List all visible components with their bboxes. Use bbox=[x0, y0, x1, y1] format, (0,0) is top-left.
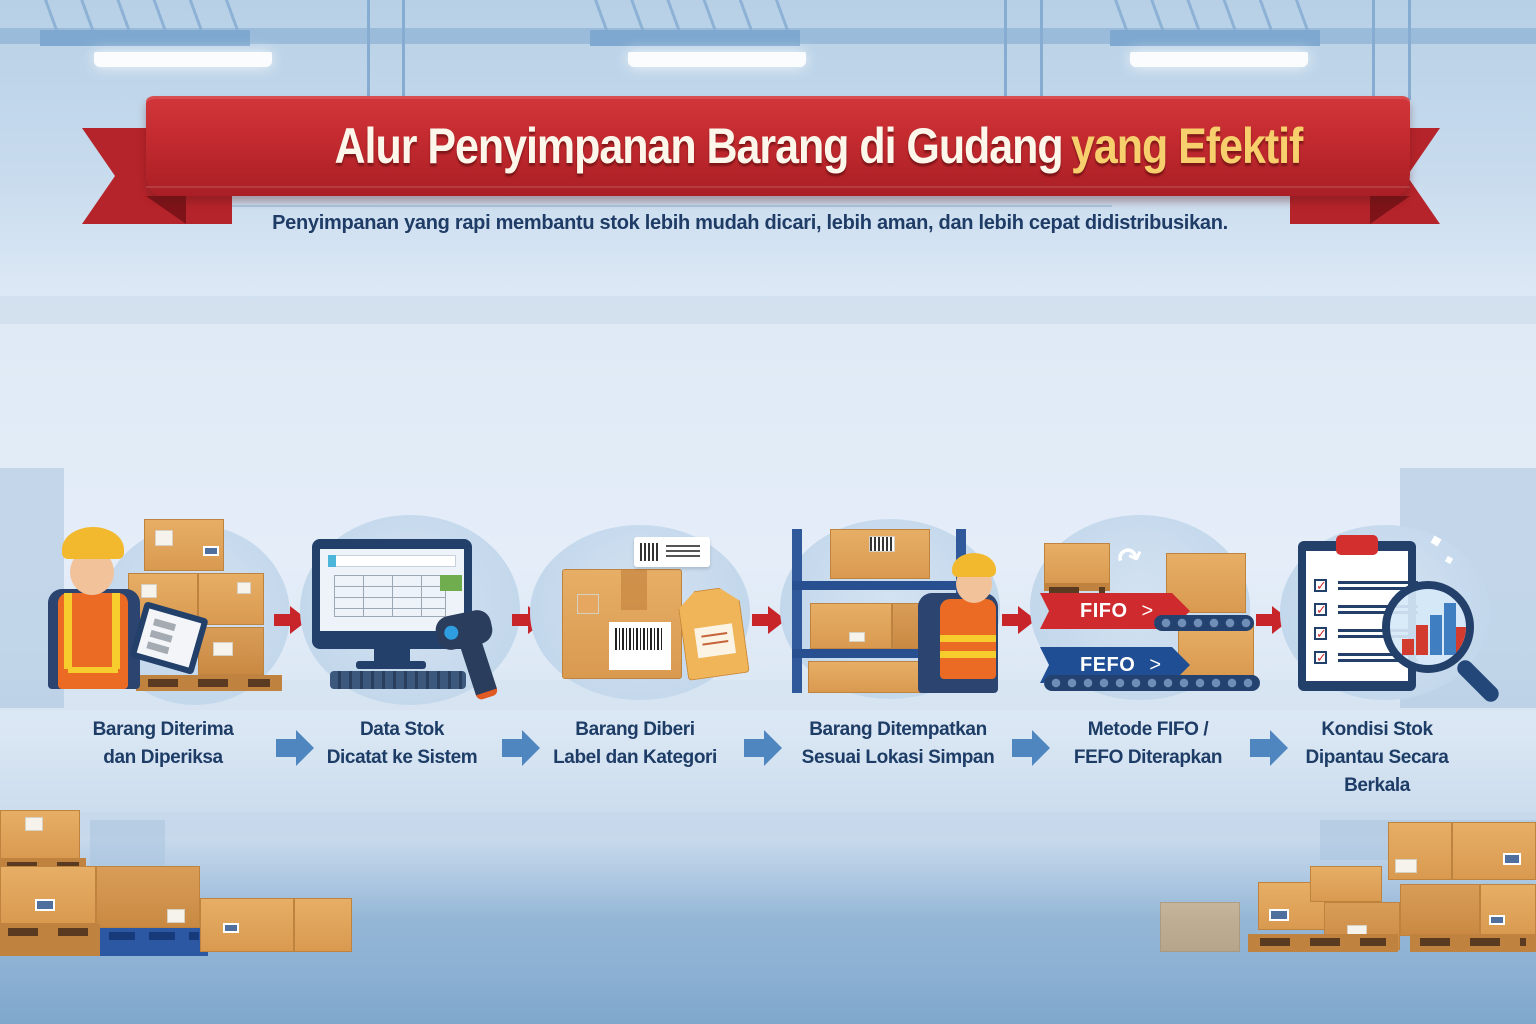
step-1-illustration bbox=[40, 505, 290, 705]
step-5-label: Metode FIFO / FEFO Diterapkan bbox=[1073, 719, 1223, 768]
hard-hat-icon bbox=[62, 527, 124, 559]
hard-hat-icon bbox=[952, 553, 996, 577]
safety-vest-icon bbox=[58, 593, 128, 689]
shelf-beam bbox=[792, 649, 966, 658]
ceiling-lamp bbox=[1130, 52, 1308, 67]
cardboard-box bbox=[294, 898, 352, 952]
wooden-pallet bbox=[0, 924, 100, 956]
safety-vest-icon bbox=[940, 599, 996, 679]
shipping-label-icon bbox=[634, 537, 710, 567]
wooden-pallet bbox=[1044, 583, 1110, 595]
title-accent-text: yang Efektif bbox=[1070, 118, 1303, 174]
cardboard-box bbox=[0, 866, 96, 924]
flow-arrow-blue bbox=[1250, 730, 1288, 766]
flow-arrow-blue bbox=[276, 730, 314, 766]
step-6-label: Kondisi Stok Dipantau Secara Berkala bbox=[1305, 719, 1449, 796]
cardboard-box bbox=[96, 866, 200, 928]
ceiling-truss bbox=[40, 0, 250, 46]
conveyor-belt-icon bbox=[1044, 675, 1260, 691]
cardboard-box bbox=[1044, 543, 1110, 585]
ceiling-pole bbox=[1004, 0, 1007, 100]
ceiling-pole bbox=[1372, 0, 1375, 100]
wall-stripe bbox=[0, 812, 1536, 836]
wooden-pallet bbox=[1410, 934, 1536, 952]
cardboard-box bbox=[1388, 822, 1452, 880]
step-2-illustration bbox=[300, 505, 520, 705]
step-1-label: Barang Diterima dan Diperiksa bbox=[92, 719, 234, 768]
page-subtitle: Penyimpanan yang rapi membantu stok lebi… bbox=[272, 212, 1228, 234]
barcode-label-icon bbox=[609, 622, 671, 670]
cardboard-box bbox=[1310, 866, 1382, 902]
monitor-stand bbox=[374, 649, 410, 663]
shelving-rack-icon bbox=[792, 529, 802, 693]
cardboard-box bbox=[144, 519, 224, 571]
step-3-illustration bbox=[530, 505, 750, 700]
wall-stripe bbox=[0, 296, 1536, 324]
cardboard-box bbox=[562, 569, 682, 679]
ceiling-lamp bbox=[628, 52, 806, 67]
spreadsheet-grid bbox=[334, 575, 446, 617]
ribbon-body bbox=[146, 96, 1410, 196]
blue-pallet bbox=[100, 928, 208, 956]
subtitle-divider bbox=[232, 205, 1112, 207]
cardboard-box bbox=[198, 573, 264, 625]
step-2-label: Data Stok Dicatat ke Sistem bbox=[326, 719, 478, 768]
cardboard-box bbox=[1452, 822, 1536, 880]
ceiling-pole bbox=[402, 0, 405, 100]
ceiling-pole bbox=[1408, 0, 1411, 100]
step-6-illustration: ✓ ✓ ✓ ✓ bbox=[1280, 505, 1510, 706]
chevron-right-icon: > bbox=[1141, 599, 1154, 622]
cardboard-box bbox=[1160, 902, 1240, 952]
cardboard-box bbox=[1178, 623, 1254, 677]
keyboard-icon bbox=[330, 671, 466, 689]
cardboard-box bbox=[200, 898, 294, 952]
title-main-text: Alur Penyimpanan Barang di Gudang bbox=[334, 118, 1064, 174]
magnifier-handle bbox=[1453, 656, 1503, 706]
ceiling-truss bbox=[590, 0, 800, 46]
wooden-pallet bbox=[1248, 934, 1398, 952]
cardboard-box bbox=[810, 603, 892, 649]
fefo-label: FEFO bbox=[1080, 653, 1136, 676]
cardboard-box bbox=[0, 810, 80, 860]
page-title: Alur Penyimpanan Barang di Gudang yang E… bbox=[146, 96, 1410, 196]
flow-arrow-blue bbox=[744, 730, 782, 766]
conveyor-belt-icon bbox=[1154, 615, 1254, 631]
cardboard-box bbox=[1400, 884, 1480, 936]
magnifier-icon bbox=[1382, 581, 1474, 673]
wooden-pallet bbox=[136, 675, 282, 691]
flow-arrow-blue bbox=[502, 730, 540, 766]
fifo-label: FIFO bbox=[1080, 599, 1128, 622]
cardboard-box bbox=[1480, 884, 1536, 936]
ceiling-pole bbox=[1040, 0, 1043, 100]
ceiling-lamp bbox=[94, 52, 272, 67]
step-4-label: Barang Ditempatkan Sesuai Lokasi Simpan bbox=[801, 719, 995, 768]
cardboard-box bbox=[198, 627, 264, 675]
chevron-right-icon: > bbox=[1149, 653, 1162, 676]
cardboard-box bbox=[830, 529, 930, 579]
cardboard-box bbox=[808, 661, 928, 693]
step-5-illustration: ↷ FIFO> FEFO> bbox=[1030, 505, 1270, 700]
step-3-label: Barang Diberi Label dan Kategori bbox=[553, 719, 717, 768]
ceiling-truss bbox=[1110, 0, 1320, 46]
ceiling-pole bbox=[367, 0, 370, 100]
warehouse-floor bbox=[0, 955, 1536, 1024]
flow-arrow-blue bbox=[1012, 730, 1050, 766]
shelf-beam bbox=[792, 581, 966, 590]
step-4-illustration bbox=[780, 505, 1010, 700]
